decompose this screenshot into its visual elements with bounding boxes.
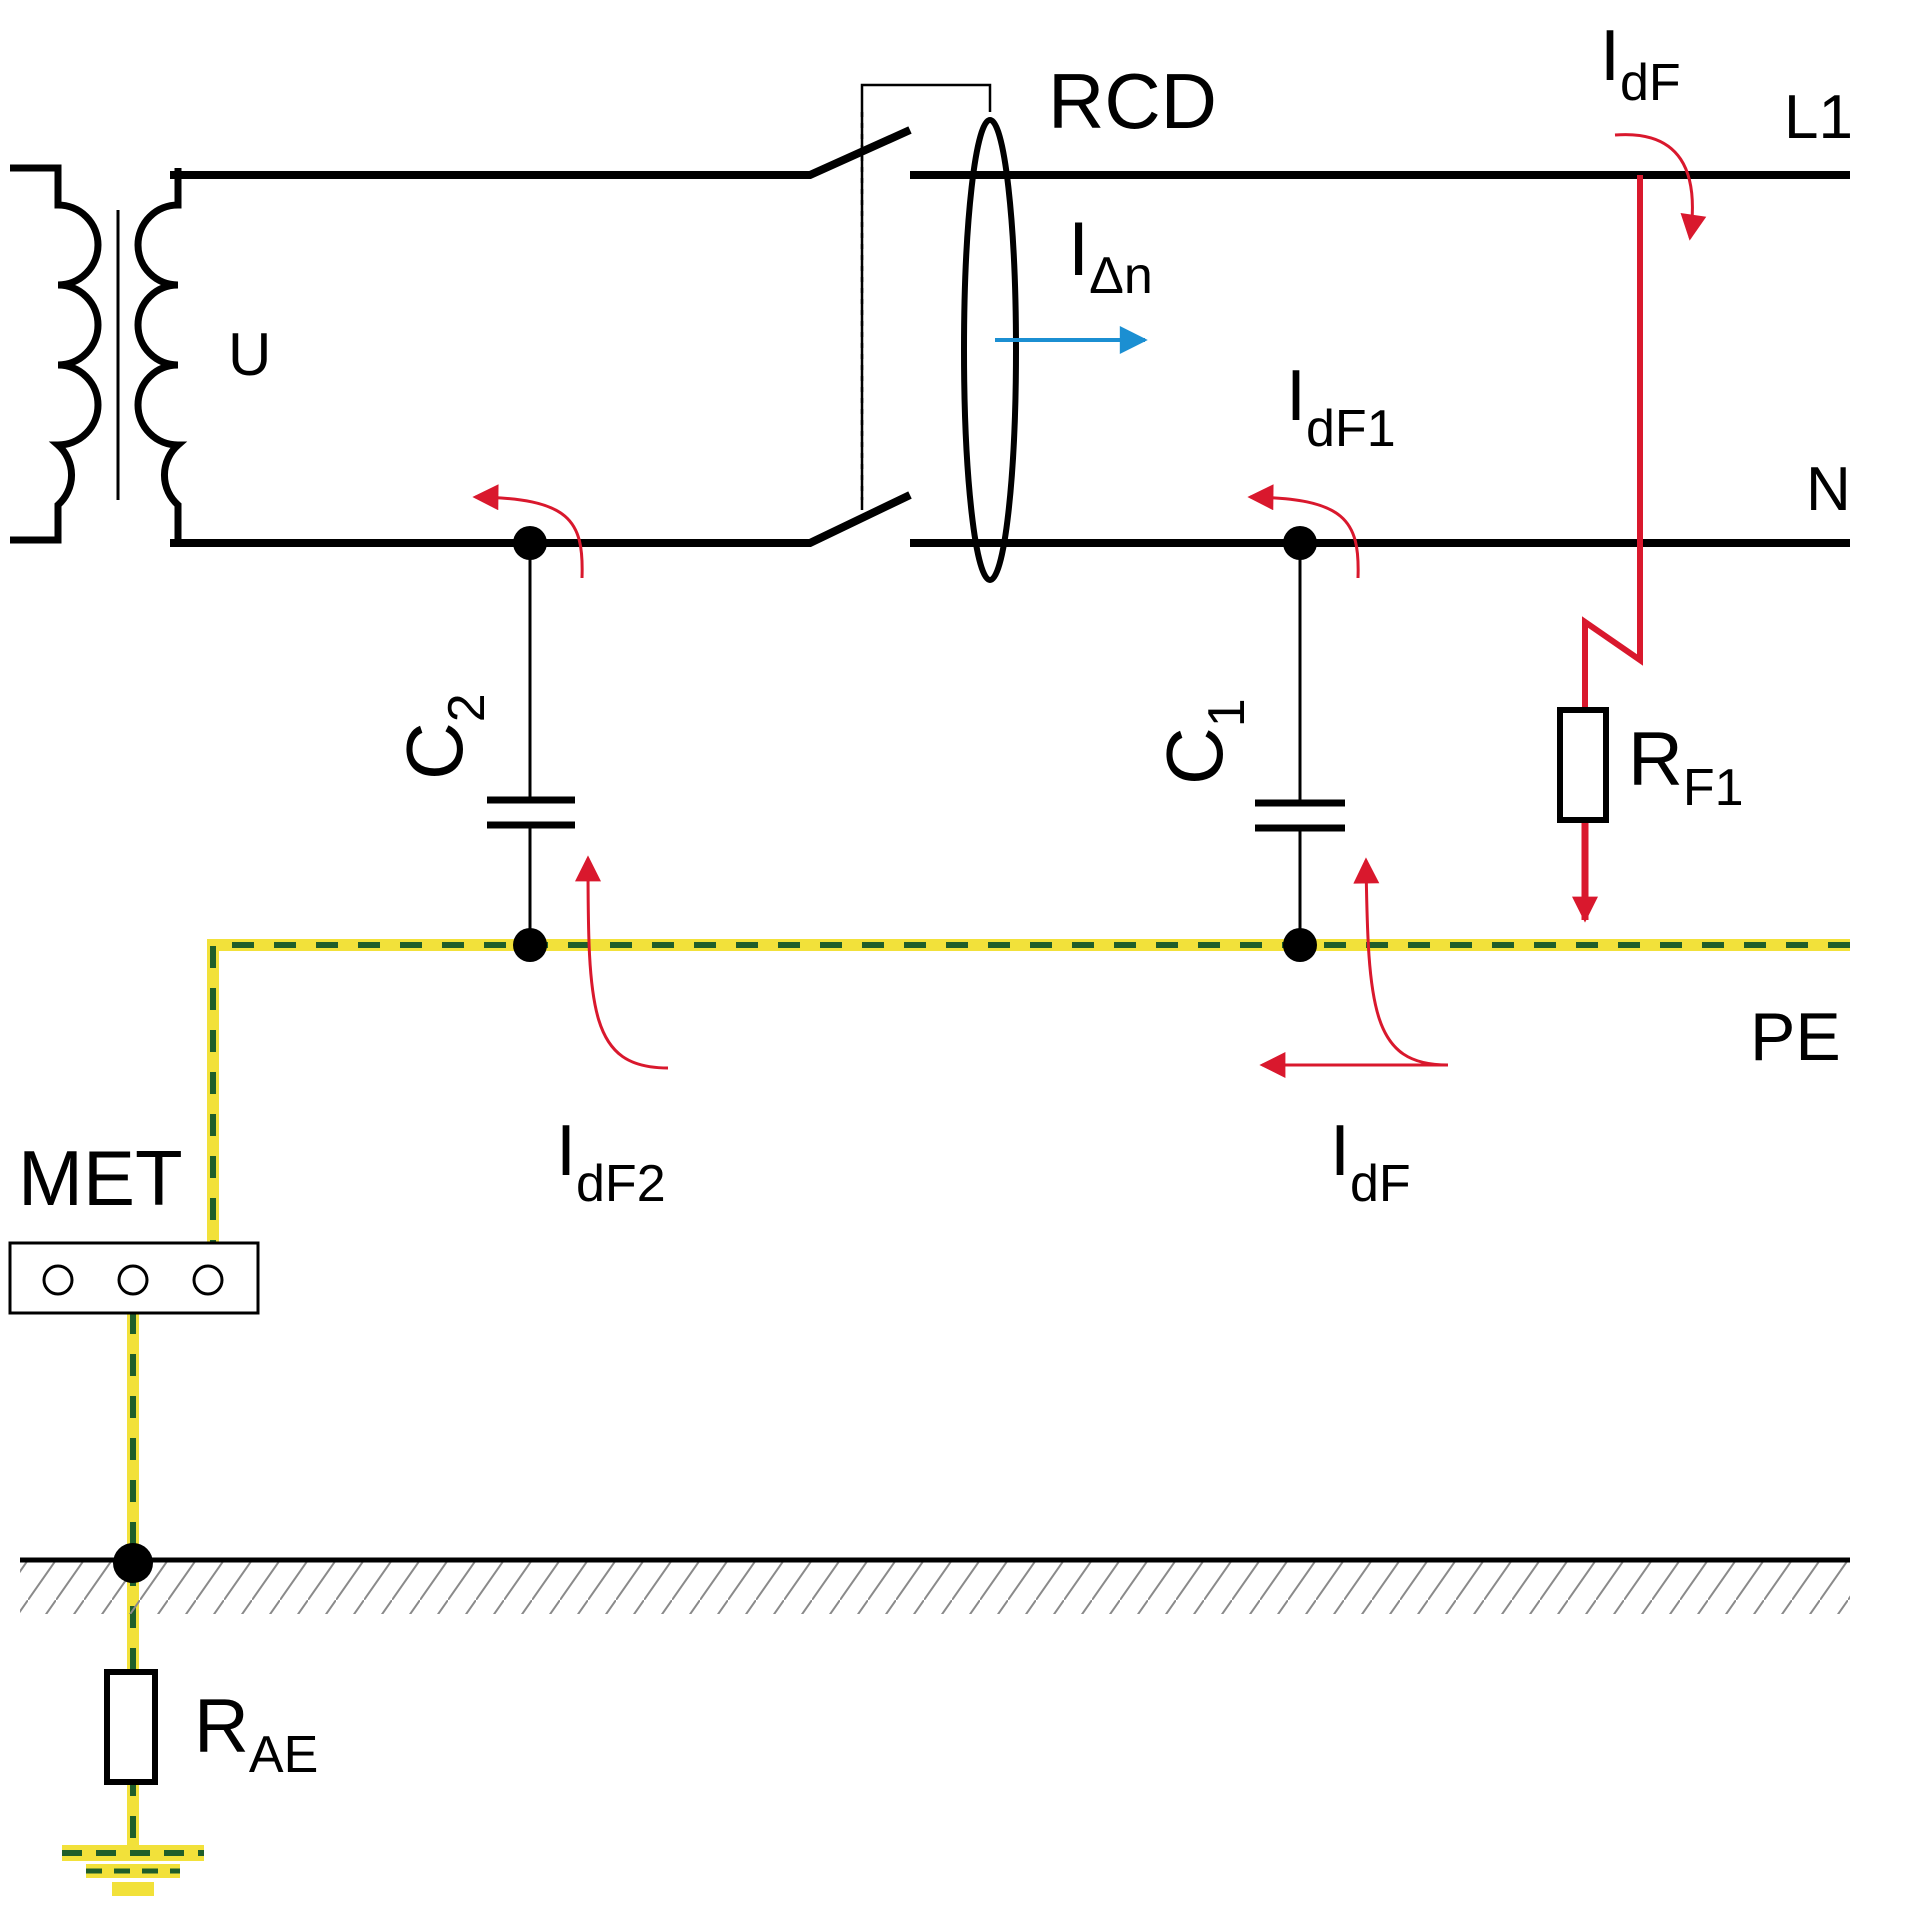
neutral-conductor-n xyxy=(170,491,1850,547)
capacitor-c1 xyxy=(1255,543,1345,945)
met-terminal-bar xyxy=(8,1241,260,1315)
l1-label: L1 xyxy=(1784,83,1853,152)
rcd-mechanism xyxy=(860,83,1019,583)
rf1-label: RF1 xyxy=(1628,717,1744,817)
rcd-label: RCD xyxy=(1048,57,1217,145)
transformer-symbol xyxy=(10,164,188,544)
idf-bottom-label: IdF xyxy=(1330,1111,1411,1213)
phase-conductor-l1 xyxy=(170,126,1850,179)
idf1-label: IdF1 xyxy=(1286,356,1396,458)
fault-resistor-rf1 xyxy=(1557,707,1609,823)
fault-path xyxy=(1572,175,1643,923)
met-label: MET xyxy=(18,1134,183,1222)
voltage-label: U xyxy=(228,321,271,388)
pe-conductor xyxy=(207,939,1850,1268)
capacitor-c2 xyxy=(487,543,575,945)
idf2-label: IdF2 xyxy=(556,1111,666,1213)
ground-surface xyxy=(20,1557,1850,1614)
pe-label: PE xyxy=(1750,999,1841,1075)
c1-label: C1 xyxy=(1150,698,1256,785)
n-label: N xyxy=(1806,455,1851,524)
idf1-current-arrows xyxy=(1247,484,1449,1078)
earth-resistor-rae xyxy=(104,1669,158,1785)
rae-label: RAE xyxy=(194,1684,318,1784)
rcd-toroid-core xyxy=(961,117,1019,583)
idf-top-arrow xyxy=(1614,133,1707,241)
junction-dots xyxy=(113,526,1317,1583)
earth-symbol xyxy=(62,1845,204,1896)
idf-top-label: IdF xyxy=(1600,16,1681,112)
idf2-current-arrows xyxy=(472,484,669,1070)
c2-label: C2 xyxy=(390,693,496,780)
i-dn-label: IΔn xyxy=(1068,207,1153,305)
